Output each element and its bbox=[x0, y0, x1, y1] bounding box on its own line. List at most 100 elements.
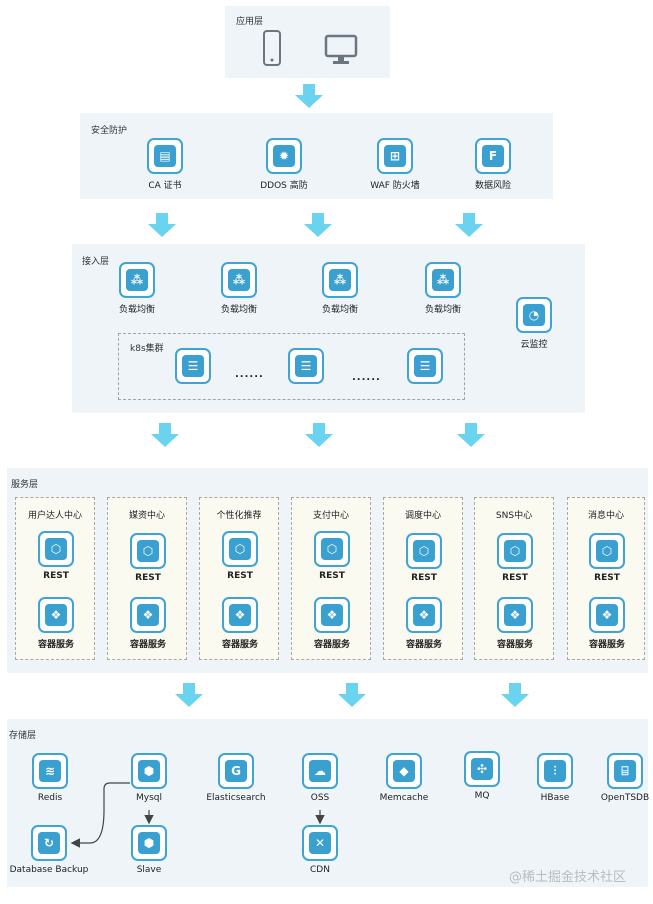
down-arrow-icon bbox=[455, 213, 483, 237]
container-node: ❖ 容器服务 bbox=[16, 597, 96, 650]
slave-label: Slave bbox=[136, 865, 162, 875]
service-center-title: 调度中心 bbox=[404, 511, 441, 521]
firewall-icon: ⊞ bbox=[377, 138, 413, 174]
load-balancer-icon: ⁂ bbox=[221, 262, 257, 298]
waf-node: ⊞ WAF 防火墙 bbox=[355, 138, 435, 191]
load-balancer-icon: ⁂ bbox=[119, 262, 155, 298]
service-center-card: 个性化推荐 ⬡ REST ❖ 容器服务 bbox=[199, 497, 279, 660]
server-icon: ☰ bbox=[175, 348, 211, 384]
opentsdb-icon: ⌸ bbox=[607, 753, 643, 789]
memcache-label: Memcache bbox=[379, 793, 429, 803]
container-icon: ❖ bbox=[222, 597, 258, 633]
cube-icon: ⬡ bbox=[589, 533, 625, 569]
ddos-label: DDOS 高防 bbox=[260, 181, 308, 191]
hbase-label: HBase bbox=[540, 793, 570, 803]
server-icon: ☰ bbox=[288, 348, 324, 384]
redis-label: Redis bbox=[37, 793, 63, 803]
mysql-label: Mysql bbox=[136, 793, 162, 803]
ellipsis: ...... bbox=[352, 372, 381, 383]
rest-label: REST bbox=[319, 571, 345, 581]
container-node: ❖容器服务 bbox=[567, 597, 647, 650]
monitor-gauge-icon: ◔ bbox=[516, 297, 552, 333]
load-balancer-icon: ⁂ bbox=[425, 262, 461, 298]
service-center-title: 个性化推荐 bbox=[216, 511, 262, 521]
service-center-title: 消息中心 bbox=[587, 511, 624, 521]
cdn-network-icon: ✕ bbox=[302, 825, 338, 861]
oss-label: OSS bbox=[310, 793, 330, 803]
elasticsearch-label: Elasticsearch bbox=[206, 793, 266, 803]
down-arrow-icon bbox=[457, 423, 485, 447]
redis-icon: ≋ bbox=[32, 753, 68, 789]
container-icon: ❖ bbox=[38, 597, 74, 633]
slave-node: ⬢ Slave bbox=[109, 825, 189, 875]
container-icon: ❖ bbox=[130, 597, 166, 633]
container-label: 容器服务 bbox=[129, 640, 166, 650]
cloud-monitor-node: ◔ 云监控 bbox=[494, 297, 574, 350]
elasticsearch-icon: G bbox=[218, 753, 254, 789]
container-node: ❖ 容器服务 bbox=[200, 597, 280, 650]
container-label: 容器服务 bbox=[496, 640, 533, 650]
backup-icon: ↻ bbox=[31, 825, 67, 861]
container-icon: ❖ bbox=[497, 597, 533, 633]
load-balancer-label: 负载均衡 bbox=[321, 305, 358, 315]
container-icon: ❖ bbox=[589, 597, 625, 633]
container-label: 容器服务 bbox=[37, 640, 74, 650]
service-center-card: 调度中心 ⬡ REST ❖容器服务 bbox=[383, 497, 463, 660]
rest-label: REST bbox=[411, 573, 437, 583]
waf-label: WAF 防火墙 bbox=[370, 181, 420, 191]
mq-label: MQ bbox=[474, 791, 490, 801]
memcache-icon: ◆ bbox=[386, 753, 422, 789]
oss-node: ☁ OSS bbox=[280, 753, 360, 803]
container-node: ❖ 容器服务 bbox=[108, 597, 188, 650]
load-balancer-label: 负载均衡 bbox=[118, 305, 155, 315]
down-arrow-icon bbox=[151, 423, 179, 447]
storage-layer-title: 存储层 bbox=[9, 731, 37, 741]
down-arrow-icon bbox=[304, 213, 332, 237]
ddos-node: ✹ DDOS 高防 bbox=[244, 138, 324, 191]
watermark: @稀土掘金技术社区 bbox=[509, 870, 627, 885]
server-icon: ☰ bbox=[407, 348, 443, 384]
message-queue-icon: ✣ bbox=[464, 751, 500, 787]
service-center-card: SNS中心 ⬡REST ❖容器服务 bbox=[474, 497, 554, 660]
rest-node: ⬡REST bbox=[292, 531, 372, 581]
rest-label: REST bbox=[502, 573, 528, 583]
container-node: ❖容器服务 bbox=[384, 597, 464, 650]
rest-node: ⬡REST bbox=[567, 533, 647, 583]
rest-node: ⬡ REST bbox=[384, 533, 464, 583]
rest-label: REST bbox=[227, 571, 253, 581]
app-layer-title: 应用层 bbox=[236, 17, 264, 27]
cloud-monitor-label: 云监控 bbox=[520, 340, 548, 350]
ca-cert-label: CA 证书 bbox=[148, 181, 182, 191]
certificate-icon: ▤ bbox=[147, 138, 183, 174]
cube-icon: ⬡ bbox=[406, 533, 442, 569]
elasticsearch-node: G Elasticsearch bbox=[196, 753, 276, 803]
service-center-title: SNS中心 bbox=[495, 511, 533, 521]
load-balancer-icon: ⁂ bbox=[322, 262, 358, 298]
cloud-upload-icon: ☁ bbox=[302, 753, 338, 789]
service-center-card: 消息中心 ⬡REST ❖容器服务 bbox=[567, 497, 645, 660]
k8s-cluster-box bbox=[118, 333, 465, 400]
down-arrow-icon bbox=[295, 84, 323, 108]
opentsdb-node: ⌸ OpenTSDB bbox=[585, 753, 653, 803]
cube-icon: ⬡ bbox=[222, 531, 258, 567]
container-label: 容器服务 bbox=[221, 640, 258, 650]
service-center-card: 用户达人中心 ⬡REST ❖容器服务 bbox=[15, 497, 95, 660]
service-layer-title: 服务层 bbox=[11, 480, 39, 490]
rest-label: REST bbox=[135, 573, 161, 583]
rest-label: REST bbox=[43, 571, 69, 581]
data-risk-label: 数据风险 bbox=[474, 181, 511, 191]
mysql-node: ⬢ Mysql bbox=[109, 753, 189, 803]
down-arrow-icon bbox=[501, 683, 529, 707]
cube-icon: ⬡ bbox=[38, 531, 74, 567]
rest-node: ⬡ REST bbox=[200, 531, 280, 581]
cdn-node: ✕ CDN bbox=[280, 825, 360, 875]
risk-shield-icon: F bbox=[475, 138, 511, 174]
load-balancer-node: ⁂ 负载均衡 bbox=[199, 262, 279, 315]
load-balancer-node: ⁂ 负载均衡 bbox=[300, 262, 380, 315]
hbase-node: ⫶ HBase bbox=[515, 753, 595, 803]
slave-db-icon: ⬢ bbox=[131, 825, 167, 861]
down-arrow-icon bbox=[338, 683, 366, 707]
data-risk-node: F 数据风险 bbox=[453, 138, 533, 191]
container-icon: ❖ bbox=[406, 597, 442, 633]
container-node: ❖ 容器服务 bbox=[475, 597, 555, 650]
